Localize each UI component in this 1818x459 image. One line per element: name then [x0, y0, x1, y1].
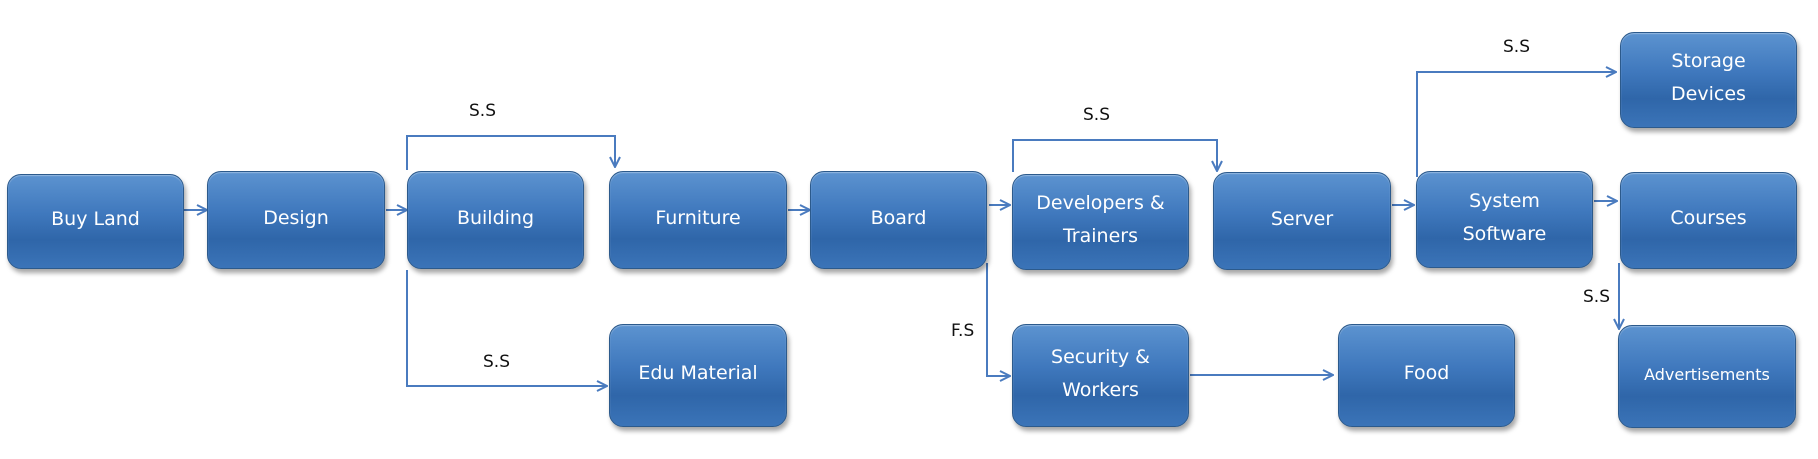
node-server: Server: [1213, 172, 1391, 270]
node-developers-trainers: Developers & Trainers: [1012, 174, 1189, 270]
node-board-label: Board: [870, 206, 927, 229]
label-system-software-storage-relation: S.S: [1503, 37, 1530, 57]
node-courses-label: Courses: [1670, 207, 1747, 229]
label-building-furniture-relation: S.S: [469, 101, 496, 121]
label-board-security-relation: F.S: [951, 321, 975, 341]
node-server-label: Server: [1270, 207, 1334, 230]
node-board: Board: [810, 171, 987, 269]
arrow-board-to-security: [986, 263, 1010, 376]
node-courses: Courses: [1620, 172, 1797, 269]
node-building-label: Building: [456, 206, 535, 229]
node-security-workers-label: Security & Workers: [1051, 345, 1150, 401]
node-buy-land: Buy Land: [7, 174, 184, 269]
node-buy-land-label: Buy Land: [51, 208, 140, 230]
node-edu-material: Edu Material: [609, 324, 787, 427]
label-building-edu-material-relation: S.S: [483, 352, 510, 372]
node-furniture-label: Furniture: [655, 206, 741, 229]
node-building: Building: [407, 171, 584, 269]
arrow-system-software-to-storage: [1416, 72, 1616, 177]
label-developers-server-relation: S.S: [1083, 105, 1110, 125]
node-advertisements-label: Advertisements: [1644, 365, 1770, 384]
node-design: Design: [207, 171, 385, 269]
node-security-workers: Security & Workers: [1012, 324, 1189, 427]
node-storage-devices-label: Storage Devices: [1671, 50, 1746, 105]
node-edu-material-label: Edu Material: [638, 362, 758, 384]
node-food: Food: [1338, 324, 1515, 427]
node-storage-devices: Storage Devices: [1620, 32, 1797, 128]
node-design-label: Design: [263, 206, 329, 229]
arrow-developers-to-server: [1012, 139, 1217, 172]
arrow-building-to-edu-material: [406, 270, 607, 386]
node-developers-trainers-label: Developers & Trainers: [1036, 192, 1165, 247]
arrow-building-to-furniture: [406, 135, 615, 170]
node-system-software: System Software: [1416, 171, 1593, 268]
label-courses-advertisements-relation: S.S: [1583, 287, 1610, 307]
node-advertisements: Advertisements: [1618, 325, 1796, 428]
node-system-software-label: System Software: [1462, 189, 1547, 245]
node-food-label: Food: [1403, 362, 1450, 384]
node-furniture: Furniture: [609, 171, 787, 269]
